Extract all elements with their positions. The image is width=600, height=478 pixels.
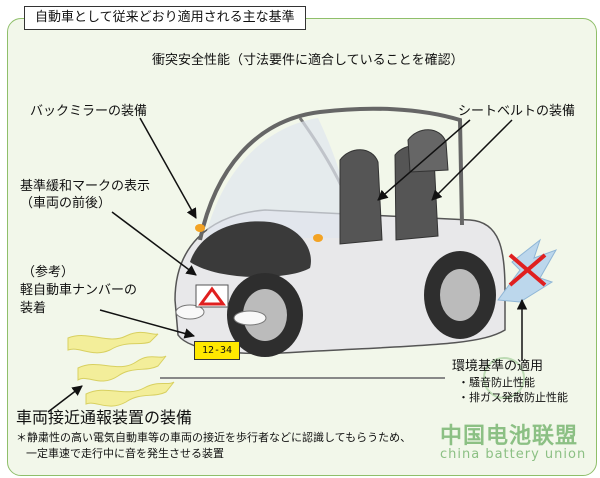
label-approach-warning: 車両接近通報装置の装備	[16, 408, 193, 427]
leader-arrows	[47, 117, 528, 413]
label-rearview-mirror: バックミラーの装備	[30, 104, 148, 119]
watermark-circle	[483, 357, 525, 399]
label-env-exhaust: ・排ガス発散防止性能	[458, 391, 568, 404]
label-seatbelt: シートベルトの装備	[458, 104, 576, 119]
car-illustration	[174, 106, 506, 357]
watermark-logo-en: china battery union	[440, 447, 587, 462]
label-kei-plate: 軽自動車ナンバーの	[20, 283, 138, 298]
noise-exhaust-icon	[497, 238, 558, 303]
label-mitigation-mark: 基準緩和マークの表示	[20, 179, 151, 194]
label-approach-note: ＊静粛性の高い電気自動車等の車両の接近を歩行者などに認識してもらうため、	[16, 431, 412, 444]
label-collision-safety: 衝突安全性能（寸法要件に適合していることを確認）	[152, 53, 464, 68]
label-approach-note-cont: 一定車速で走行中に音を発生させる装置	[26, 447, 224, 460]
panel-title: 自動車として従来どおり適用される主な基準	[24, 6, 306, 30]
label-reference: （参考）	[22, 265, 75, 280]
watermark-logo-cn: 中国电池联盟	[440, 424, 579, 449]
label-env-standards: 環境基準の適用	[452, 359, 544, 374]
label-env-noise: ・騒音防止性能	[458, 376, 535, 389]
license-plate: 12-34	[194, 341, 240, 360]
label-kei-plate-mount: 装着	[20, 301, 47, 316]
sound-wave-icon	[67, 331, 175, 407]
label-mitigation-mark-position: （車両の前後）	[20, 196, 112, 211]
warning-triangle-icon	[198, 286, 226, 306]
